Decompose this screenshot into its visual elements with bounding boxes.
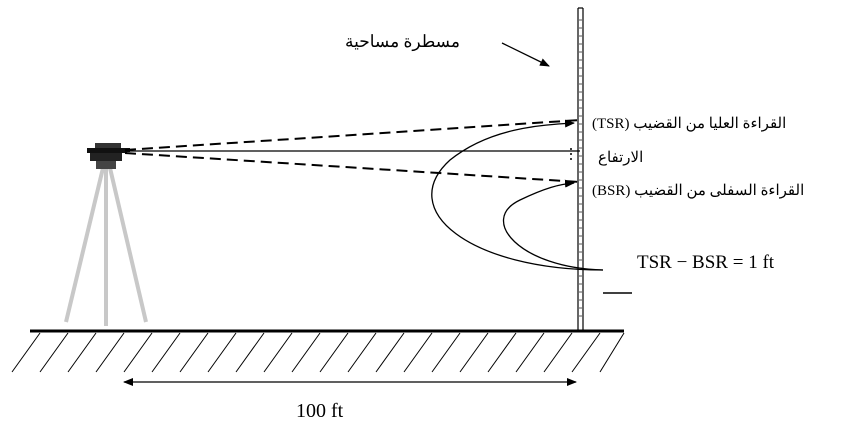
bottom-sight-line xyxy=(124,152,581,183)
tripod xyxy=(64,167,148,326)
staff-label: مسطرة مساحية xyxy=(345,32,460,52)
leveling-staff xyxy=(570,7,584,331)
sight-lines xyxy=(124,119,581,183)
staff-pointer-arrow xyxy=(501,42,550,67)
bsr-leader xyxy=(502,179,604,271)
distance-label: 100 ft xyxy=(296,400,344,422)
equation-label: TSR − BSR = 1 ft xyxy=(637,252,775,273)
top-sight-line xyxy=(124,119,581,151)
tsr-leader xyxy=(431,119,604,271)
elevation-label: الارتفاع xyxy=(598,150,643,166)
ground xyxy=(11,329,625,373)
top-reading-label: القراءة العليا من القضيب (TSR) xyxy=(592,116,786,132)
level-instrument xyxy=(87,143,130,169)
bottom-reading-label: القراءة السفلى من القضيب (BSR) xyxy=(592,183,804,199)
reading-leaders xyxy=(431,119,632,294)
